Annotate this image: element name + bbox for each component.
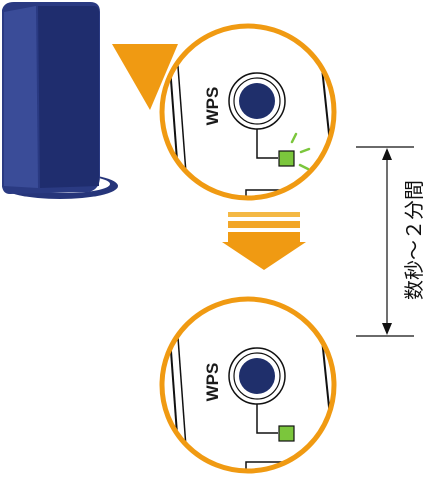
router-icon — [2, 2, 118, 199]
led-icon — [278, 425, 295, 442]
led-icon — [278, 150, 295, 167]
led-blink-rays-icon — [290, 132, 311, 171]
wps-label-bottom: WPS — [203, 362, 222, 402]
bottom-magnifier — [159, 296, 337, 474]
callout-pointer-icon — [112, 44, 178, 110]
top-magnifier — [159, 23, 337, 201]
wps-label-top: WPS — [203, 86, 222, 126]
dimension-arrow-icon — [356, 146, 414, 337]
duration-label: 数秒〜２分間 — [402, 180, 426, 300]
transition-arrow-icon — [222, 212, 306, 270]
